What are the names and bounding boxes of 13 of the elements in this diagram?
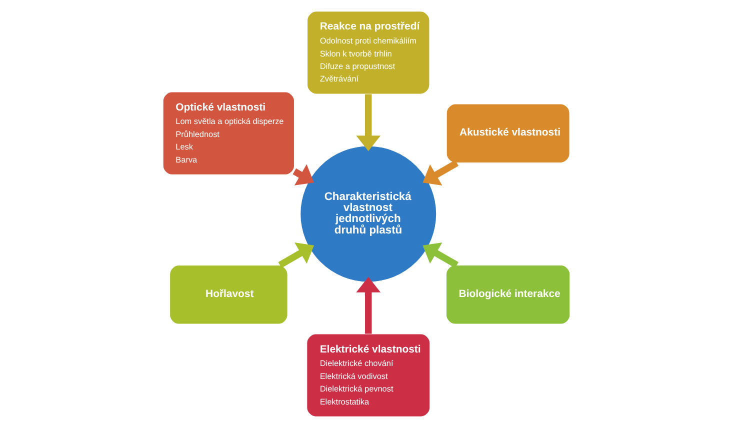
node-box: Elektrické vlastnosti Dielektrické chování Elektrická vodivost Dielektrická pevnost Elektrostatika bbox=[306, 334, 430, 418]
node-circle: Charakteristická vlastnost jednotlivých druhů plastů bbox=[299, 146, 436, 282]
node-box: Optické vlastnosti Lom světla a optická disperze Průhlednost Lesk Barva bbox=[162, 92, 294, 176]
node-box: Reakce na prostředí Odolnost proti chemikáliím Sklon k tvorbě trhlin Difuze a propustnost Zvětrávání bbox=[306, 10, 430, 94]
arrow bbox=[422, 160, 458, 186]
arrow bbox=[356, 94, 380, 152]
node-box: Biologické interakce bbox=[445, 264, 570, 324]
arrow bbox=[292, 164, 314, 186]
node-box: Hořlavost bbox=[168, 264, 288, 324]
node-box: Akustické vlastnosti bbox=[446, 104, 570, 164]
arrow bbox=[422, 242, 458, 268]
arrow bbox=[356, 276, 380, 334]
arrow bbox=[278, 242, 314, 268]
